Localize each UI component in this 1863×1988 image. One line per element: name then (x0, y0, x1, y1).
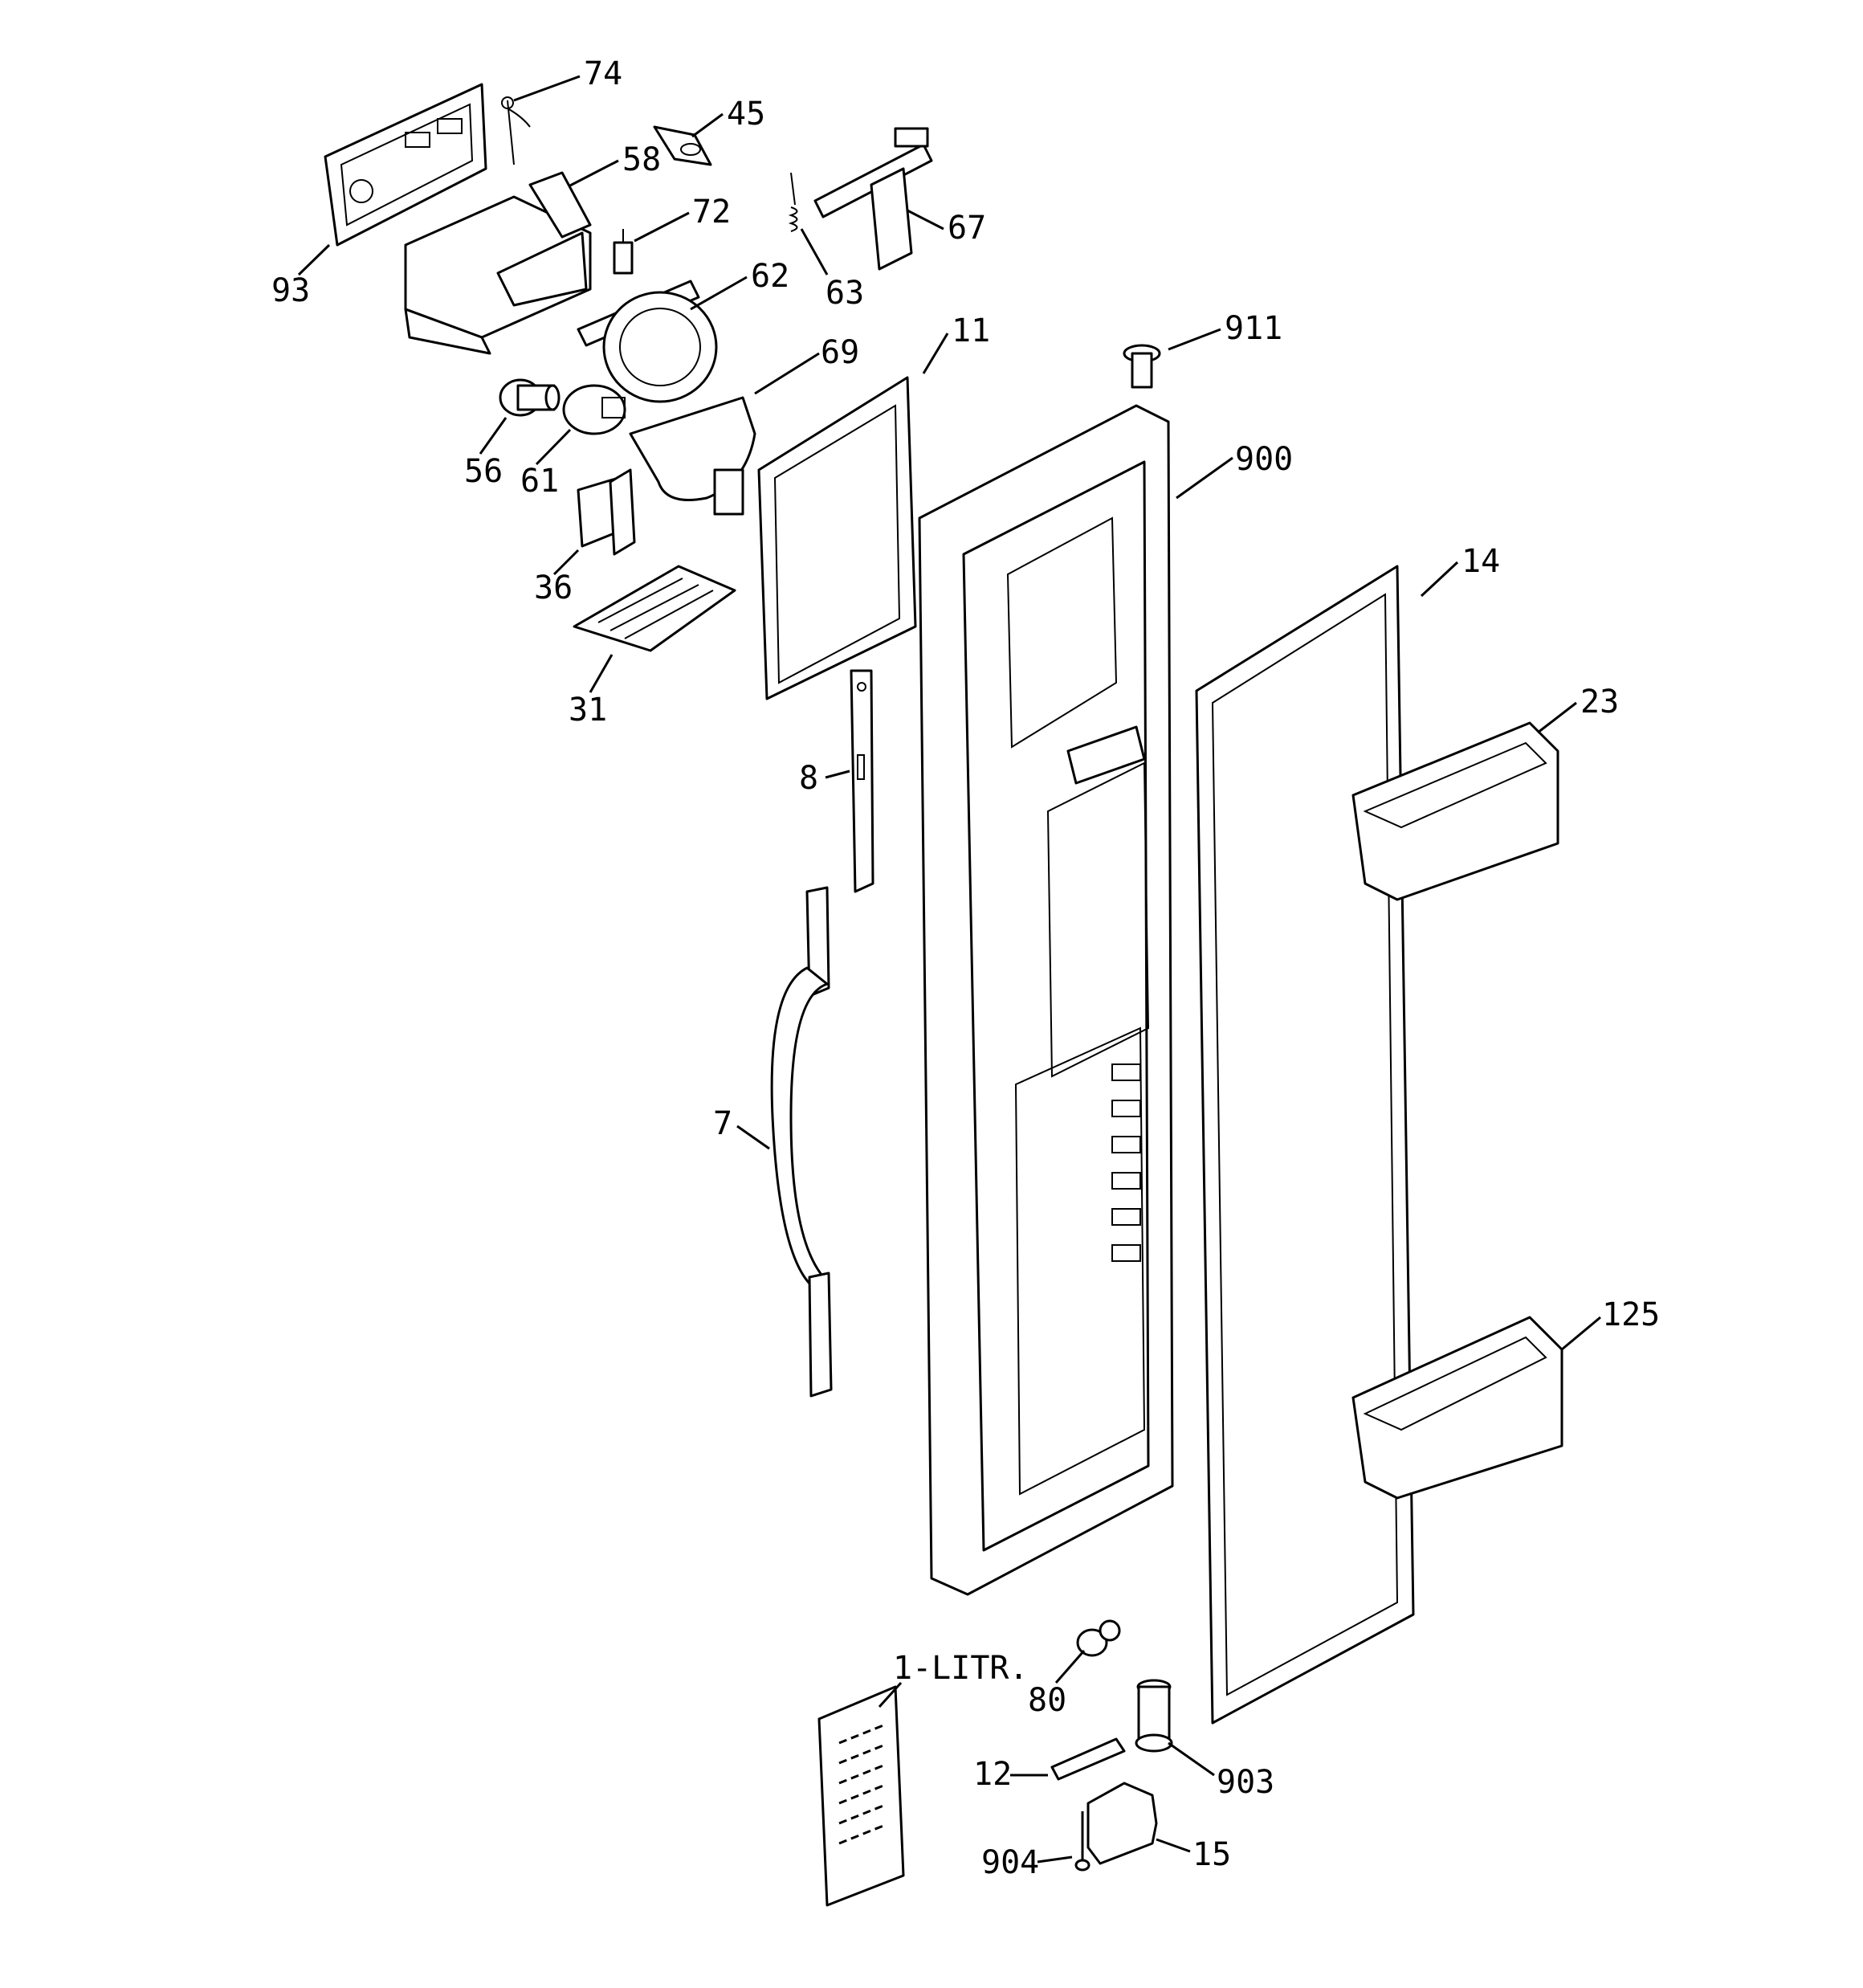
part-61-cam (562, 384, 626, 435)
callout-93: 93 (271, 272, 310, 309)
part-67-lever (813, 127, 933, 271)
part-69-funnel (629, 396, 756, 516)
part-903-hinge-pin (1135, 1679, 1173, 1753)
part-900-freezer-door (918, 404, 1174, 1596)
callout-11: 11 (952, 312, 990, 349)
part-1-literature (817, 1685, 905, 1907)
callout-74: 74 (584, 55, 622, 92)
part-74-spring (501, 96, 531, 165)
callout-15: 15 (1192, 1836, 1231, 1873)
callout-45: 45 (727, 96, 765, 133)
part-8-strip (850, 669, 874, 893)
callout-904: 904 (981, 1844, 1039, 1881)
callout-1-litr: 1-LITR. (893, 1650, 1029, 1687)
part-56-auger-shaft (499, 378, 561, 417)
part-911-bushing (1123, 344, 1161, 389)
callout-8: 8 (799, 760, 818, 797)
part-63-spring (788, 172, 798, 232)
callout-61: 61 (520, 463, 559, 500)
part-72-switch (613, 229, 634, 275)
part-dispenser-housing (404, 195, 592, 355)
callout-56: 56 (464, 453, 503, 490)
callout-911: 911 (1225, 310, 1282, 347)
callout-80: 80 (1028, 1682, 1066, 1719)
part-36-bracket (577, 468, 636, 556)
callout-23: 23 (1580, 684, 1619, 720)
callout-67: 67 (948, 210, 986, 247)
part-62-auger-ring (577, 280, 718, 403)
callout-7: 7 (713, 1105, 732, 1142)
callout-14: 14 (1461, 543, 1500, 580)
callout-69: 69 (821, 334, 859, 371)
callout-900: 900 (1235, 441, 1293, 478)
part-14-door-gasket (1195, 565, 1415, 1725)
callout-72: 72 (692, 194, 731, 231)
callout-62: 62 (751, 258, 789, 295)
callout-12: 12 (973, 1756, 1012, 1793)
callout-125: 125 (1602, 1296, 1660, 1333)
part-7-door-handle (770, 886, 833, 1398)
part-15-hinge (1086, 1782, 1158, 1865)
part-904-screw (1074, 1811, 1090, 1872)
part-31-drip-grille (573, 565, 736, 652)
part-80-plug (1076, 1619, 1121, 1657)
callout-labels: 74 45 58 72 93 62 67 63 911 69 11 56 61 … (271, 55, 1660, 1881)
callout-903: 903 (1217, 1764, 1274, 1801)
callout-63: 63 (826, 275, 864, 312)
leader-lines (297, 75, 1601, 1863)
part-23-door-bin (1351, 721, 1559, 901)
callout-31: 31 (569, 692, 607, 729)
part-11-dispenser-frame (757, 376, 917, 700)
part-12-bracket (1050, 1737, 1126, 1781)
callout-36: 36 (534, 569, 573, 606)
part-93-control-board (324, 83, 487, 247)
callout-58: 58 (622, 141, 661, 178)
part-45-bracket (653, 125, 712, 166)
part-58-bracket (528, 171, 592, 239)
part-125-door-bin (1351, 1316, 1563, 1500)
